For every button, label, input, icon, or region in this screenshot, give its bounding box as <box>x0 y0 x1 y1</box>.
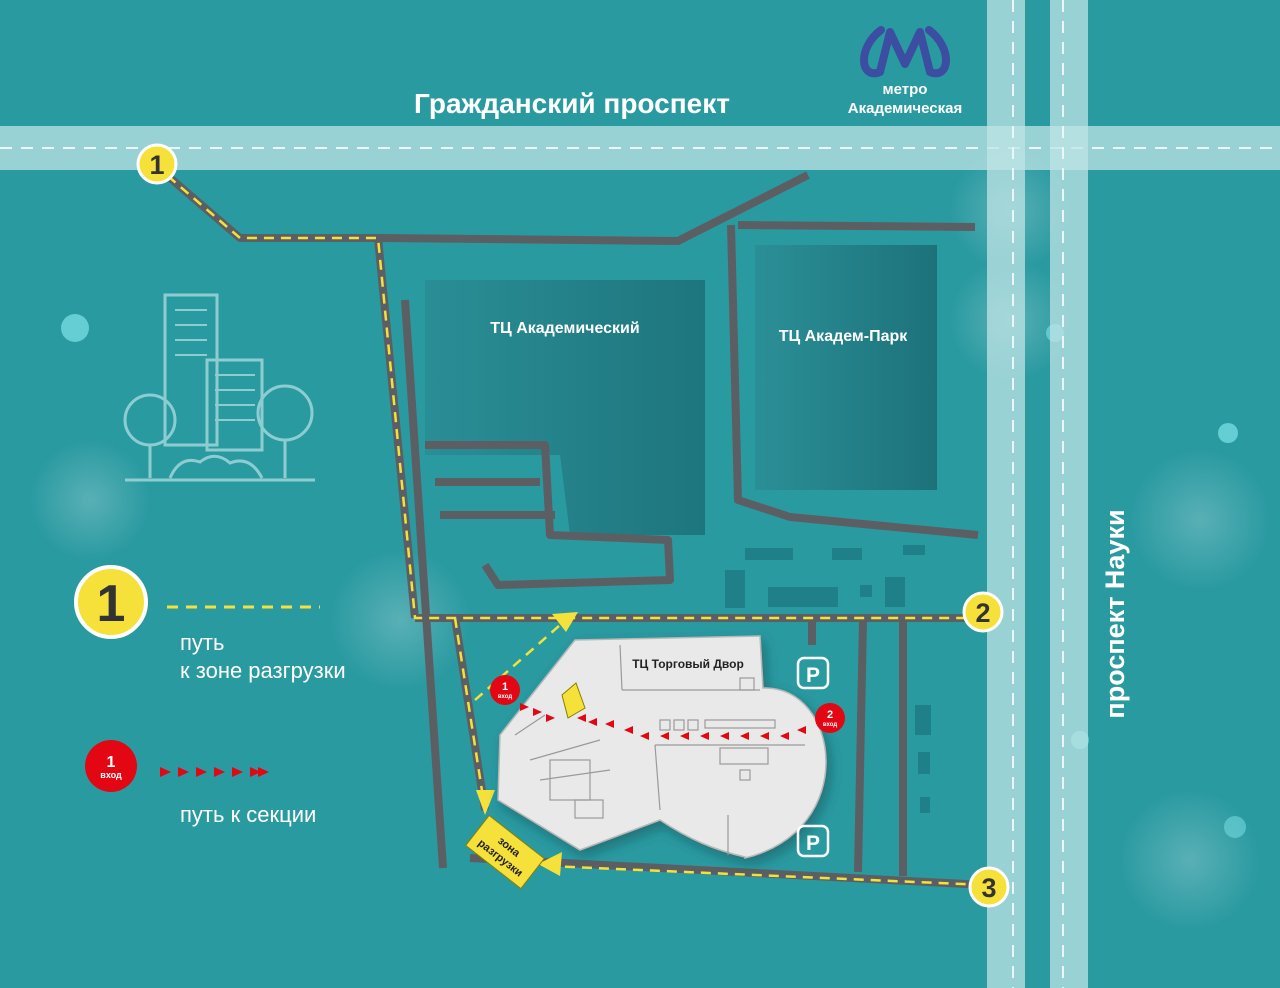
metro-label-line2: Академическая <box>848 100 962 117</box>
route-arrows <box>476 612 578 876</box>
route-to-unloading <box>154 164 986 887</box>
legend-section-arrows <box>160 767 269 777</box>
route-marker-1-label: 1 <box>149 150 164 180</box>
parking-icon-2: P <box>796 824 830 858</box>
small-structures <box>725 545 931 813</box>
parking-icon-1: P <box>796 656 830 690</box>
building-label-torgovy-dvor: ТЦ Торговый Двор <box>632 657 744 671</box>
entrance-1-number: 1 <box>502 681 508 693</box>
building-akademichesky <box>425 280 705 535</box>
entrance-2-number: 2 <box>827 709 833 721</box>
legend-route-text-line1: путь <box>180 630 224 655</box>
legend-entry-word: вход <box>100 770 122 780</box>
route-marker-1: 1 <box>136 143 178 185</box>
mall-interior-lines <box>514 644 805 855</box>
street-label-grazhdansky: Гражданский проспект <box>414 88 730 119</box>
legend-route-marker-circle <box>74 565 148 639</box>
metro-m-icon <box>860 26 950 78</box>
building-akadem-park <box>755 245 937 490</box>
route-marker-3: 3 <box>968 866 1010 908</box>
legend-entry-marker-circle <box>85 740 137 792</box>
bokeh-lights <box>30 150 1270 930</box>
legend-route-marker-label: 1 <box>97 575 126 633</box>
legend-entry-number: 1 <box>107 754 116 771</box>
street-label-nauki: проспект Науки <box>1100 509 1130 718</box>
parking-label-1: P <box>806 664 820 687</box>
highlighted-section <box>561 682 586 719</box>
route-marker-2: 2 <box>962 591 1004 633</box>
entrance-2-word: вход <box>823 722 837 728</box>
legend-section-text: путь к секции <box>180 802 316 827</box>
route-marker-3-label: 3 <box>981 873 996 903</box>
building-label-akademichesky: ТЦ Академический <box>490 320 639 337</box>
city-illustration <box>123 293 315 482</box>
building-torgovy-dvor <box>497 635 827 859</box>
metro-label-line1: метро <box>883 81 928 98</box>
entrance-1-marker: 1 вход <box>490 675 520 705</box>
legend: 1 путь к зоне разгрузки 1 вход путь к се… <box>74 565 346 827</box>
parking-label-2: P <box>806 832 820 855</box>
entrance-2-marker: 2 вход <box>815 703 845 733</box>
route-to-section <box>520 703 806 740</box>
legend-route-text-line2: к зоне разгрузки <box>180 658 346 683</box>
prospekt-nauki-road <box>987 0 1088 988</box>
entrance-1-word: вход <box>498 694 512 700</box>
building-label-akadem-park: ТЦ Академ-Парк <box>779 328 909 345</box>
route-marker-2-label: 2 <box>975 598 990 628</box>
